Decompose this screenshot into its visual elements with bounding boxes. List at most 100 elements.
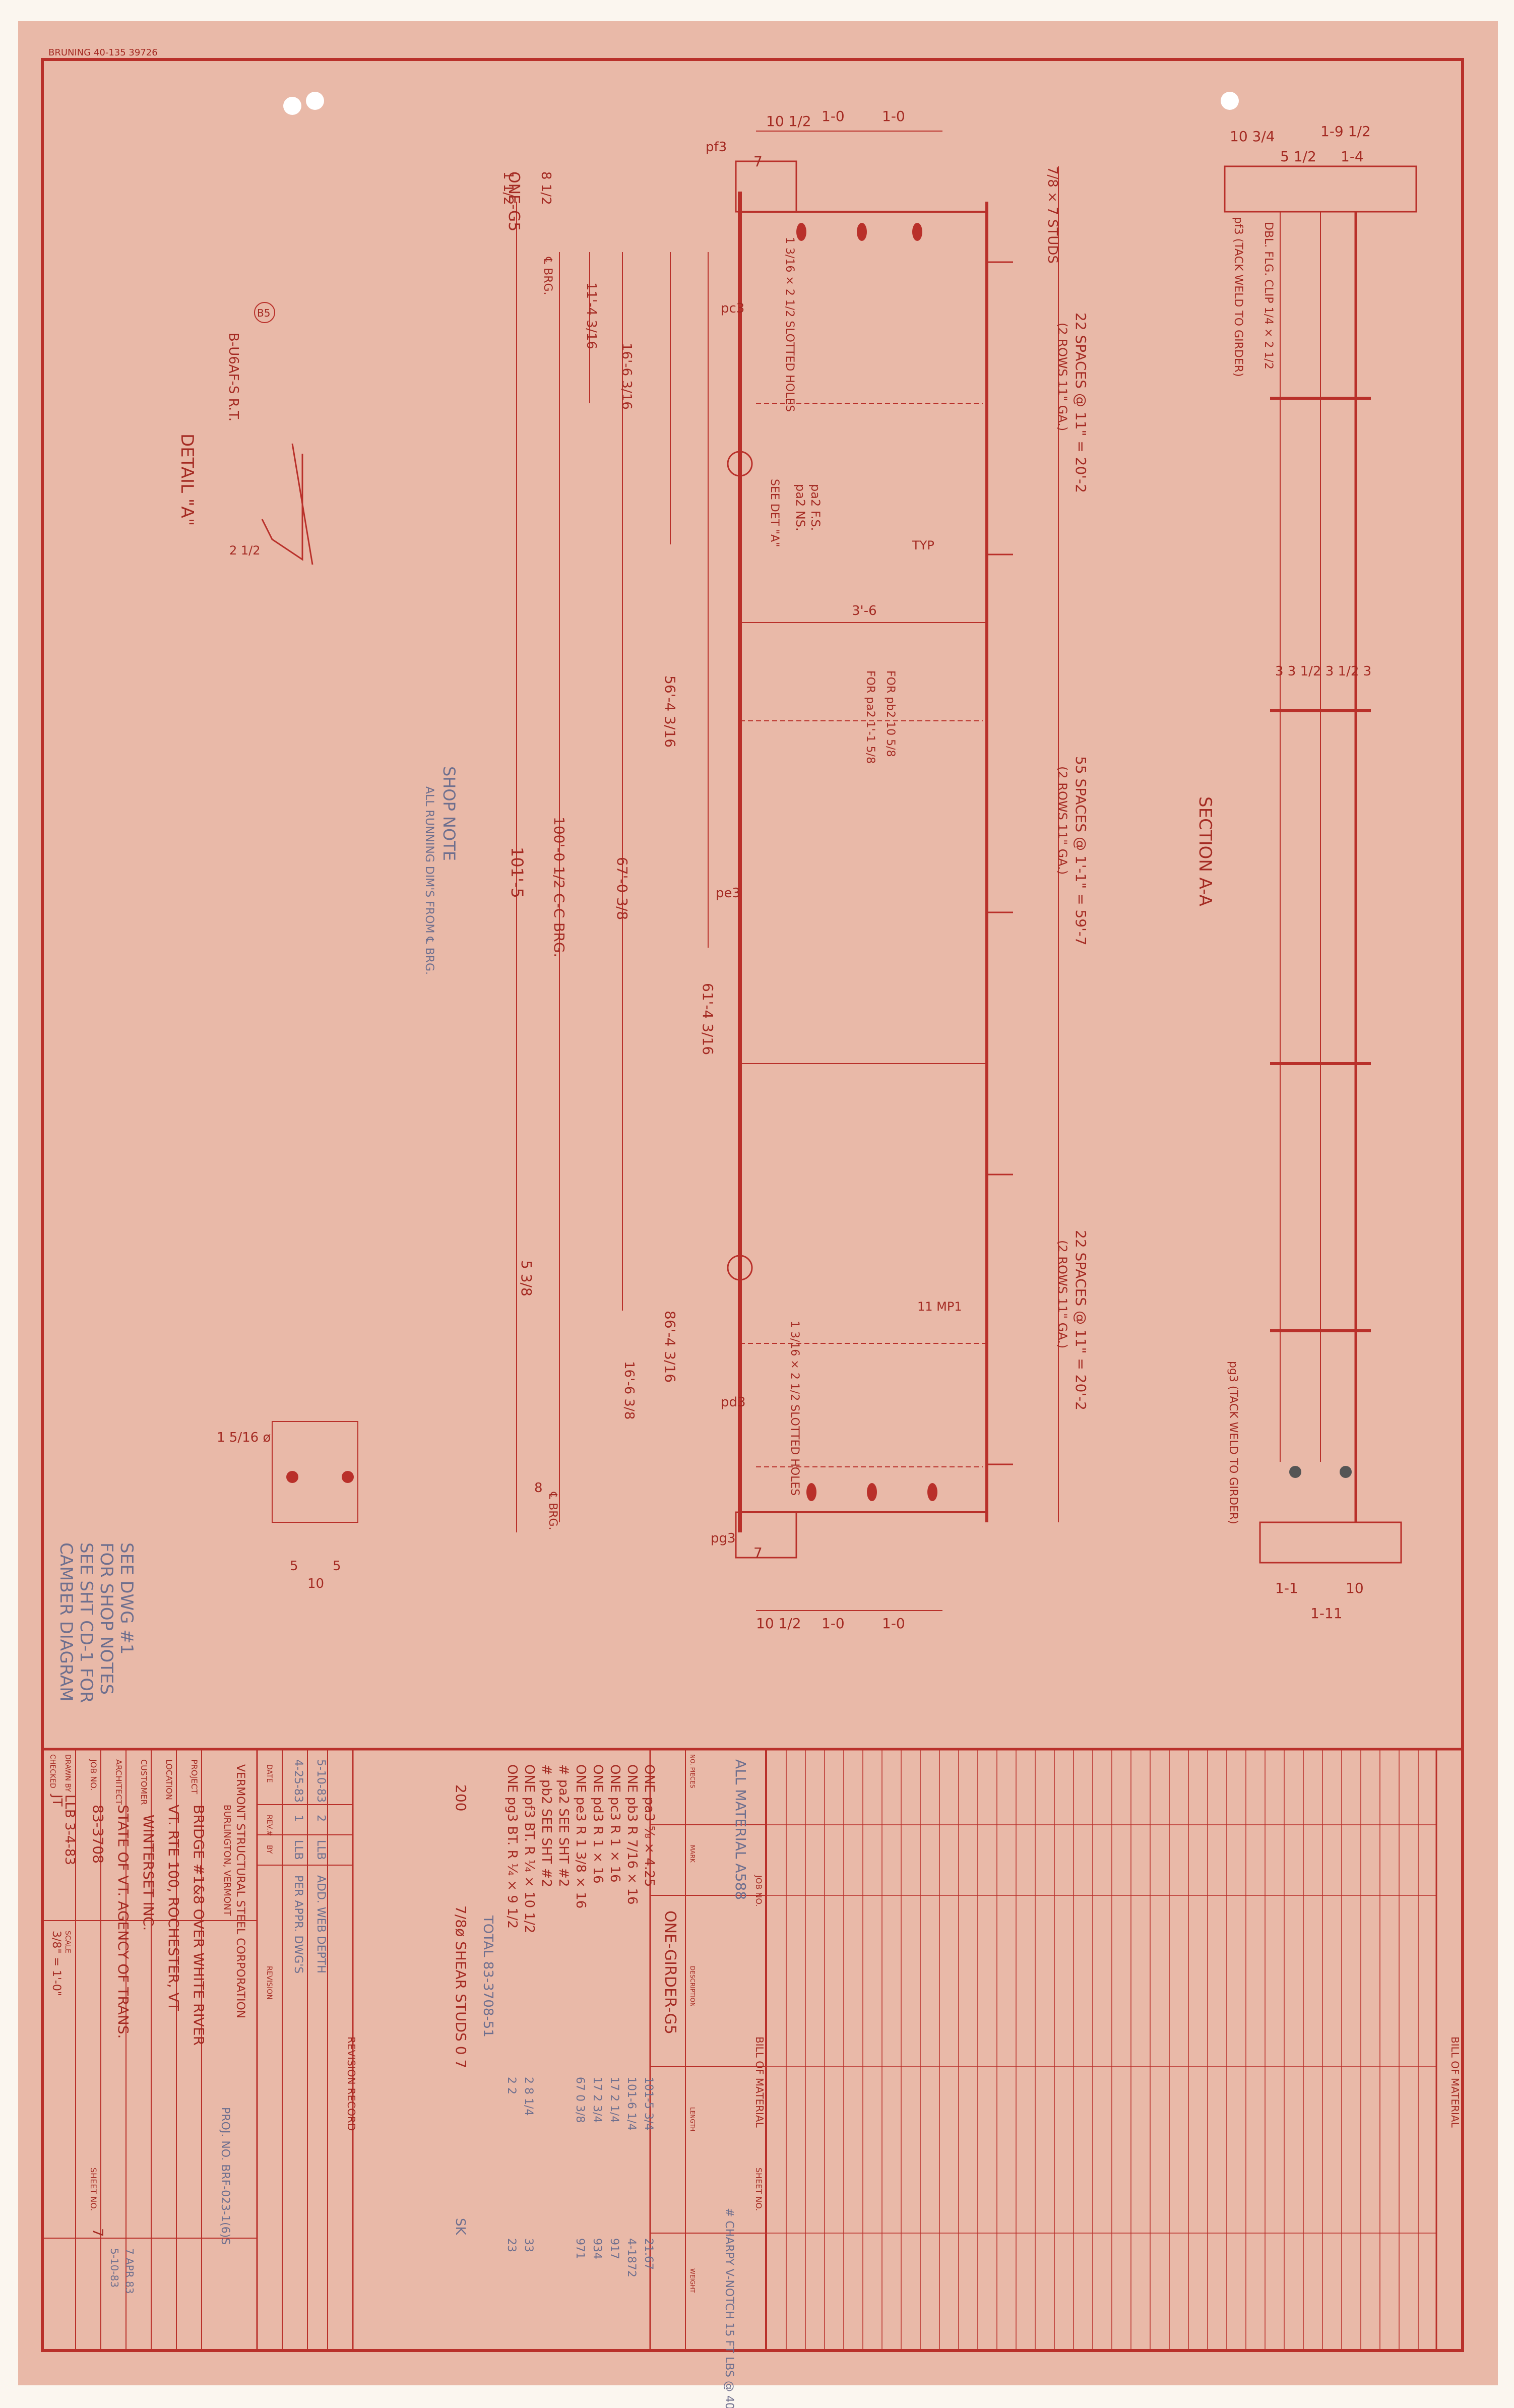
company-sub: BURLINGTON, VERMONT <box>222 1805 232 1917</box>
pg3-label: pg3 <box>711 1531 736 1546</box>
drawn: LLB 3-4-83 <box>62 1795 77 1865</box>
dim-100: 100'-0 1/2 C-C BRG. <box>551 817 567 957</box>
brg-left: ℄ BRG. <box>541 257 554 295</box>
revision-hdr-date: DATE <box>265 1764 273 1782</box>
job-label: JOB NO. <box>89 1759 98 1790</box>
sheet-no: 7 <box>90 2228 106 2237</box>
pc3-label: pc3 <box>721 301 744 316</box>
bom-hdr-length: LENGTH <box>689 2107 696 2131</box>
one-g5-label: ONE-G5 <box>505 171 523 231</box>
slotted-holes-top-label: 1 3/16 × 2 1/2 SLOTTED HOLES <box>783 237 796 412</box>
drawing-sheet <box>18 21 1498 2385</box>
pf3-label: pf3 <box>706 140 727 155</box>
spacing-mid-sub: (2 ROWS 11" GA.) <box>1055 766 1069 875</box>
date-1: 7 APR 83 <box>123 2248 136 2294</box>
bom-row-weight: 971 <box>574 2238 586 2259</box>
slotted-holes-bottom-label: 1 3/16 × 2 1/2 SLOTTED HOLES <box>788 1321 801 1496</box>
detail-a: DETAIL "A" B-U6AF-S R.T. B5 2 1/2 <box>177 302 313 565</box>
customer: WINTERSET INC. <box>140 1815 157 1931</box>
bom-row: ONE pa3 ⅝ × 4.25 <box>642 1764 657 1887</box>
revision-row-rev: 2 <box>314 1815 327 1822</box>
header-stamp: BRUNING 40-135 39726 <box>48 47 158 58</box>
dimension-lines <box>516 131 1059 1611</box>
checked: JT <box>49 1794 65 1807</box>
location-label: LOCATION <box>164 1759 174 1800</box>
end-plate-top <box>735 160 797 213</box>
section-top-dim-3: 5 1/2 <box>1280 148 1316 165</box>
shop-note-title: SHOP NOTE <box>439 766 459 861</box>
detail-a-callout <box>727 1255 753 1281</box>
section-stiff-dims: 3 3 1/2 3 1/2 3 <box>1275 664 1371 679</box>
bom-hdr-weight: WEIGHT <box>689 2268 696 2293</box>
spacing-left: 22 SPACES @ 11" = 20'-2 <box>1073 313 1089 493</box>
typ-label: TYP <box>912 538 934 552</box>
studs-note: 7/8 × 7 STUDS <box>1045 166 1060 264</box>
bom-studs-mark: SK <box>453 2218 468 2236</box>
scale: 3/8" = 1'-0" <box>50 1931 62 1996</box>
bill-of-material: BILL OF MATERIAL JOB NO. SHEET NO. ALL M… <box>453 1754 766 2408</box>
bom-row-weight: 21.67 <box>642 2238 655 2270</box>
title-block <box>42 1748 1463 2351</box>
section-aa: SECTION A-A 10 3/4 1-9 1/2 5 1/2 1-4 1-1… <box>1195 123 1417 1622</box>
detail-a-tag: B5 <box>257 307 270 319</box>
sheet-label: SHEET NO. <box>89 2168 98 2211</box>
customer-label: CUSTOMER <box>139 1759 149 1805</box>
project: BRIDGE #1&8 OVER WHITE RIVER <box>191 1805 207 2046</box>
location: VT. RTE 100, ROCHESTER, VT <box>165 1805 182 2011</box>
project-label: PROJECT <box>190 1759 199 1794</box>
title-block-text: VERMONT STRUCTURAL STEEL CORPORATION BUR… <box>48 1754 246 2294</box>
note-line-3: SEE SHT CD-1 FOR <box>76 1542 96 1703</box>
hole-dim-2: 5 <box>333 1559 341 1574</box>
bom-row-weight: 23 <box>505 2238 518 2252</box>
dim-3-6: 3'-6 <box>852 603 877 619</box>
section-bottom-flange <box>1259 1521 1402 1564</box>
bom-spec-note: # CHARPY V-NOTCH 15 FT LBS @ 40°F AASHTO… <box>723 2208 735 2408</box>
pe3-label: pe3 <box>716 886 740 901</box>
pd3-label: pd3 <box>721 1395 746 1410</box>
bom-group: ONE-GIRDER-G5 <box>661 1910 679 2034</box>
spacing-mid: 55 SPACES @ 1'-1" = 59'-7 <box>1073 756 1089 946</box>
section-aa-title: SECTION A-A <box>1195 796 1215 906</box>
spacing-right: 22 SPACES @ 11" = 20'-2 <box>1073 1230 1089 1410</box>
bom-row-length: 2 2 <box>505 2077 518 2094</box>
bom-studs: 7/8ø SHEAR STUDS 0 7 <box>453 1905 469 2068</box>
bottom-dim-4: 7 <box>753 1545 763 1561</box>
hole-detail: 5 5 10 1 5/16 ø <box>217 1421 358 1591</box>
revision-row-date: 5-10-83 <box>314 1759 327 1803</box>
revision-record: REVISION RECORD DATE REV.# BY REVISION 4… <box>265 1759 357 2131</box>
punch-hole <box>306 92 324 110</box>
detail-a-title: DETAIL "A" <box>177 434 197 526</box>
hole-dim-1: 5 <box>290 1559 298 1574</box>
section-studs <box>1270 397 1371 1332</box>
dim-16a: 16'-6 3/16 <box>619 343 634 410</box>
dim-101: 101'-5 <box>508 847 527 898</box>
dim-16b: 16'-6 3/8 <box>621 1361 637 1419</box>
section-top-dim-4: 1-4 <box>1341 148 1364 165</box>
hole-size: 1 5/16 ø <box>217 1430 271 1445</box>
dim-5: 5 3/8 <box>518 1260 535 1296</box>
note-line-2: FOR SHOP NOTES <box>96 1542 116 1695</box>
slotted-holes-top <box>796 223 922 241</box>
note-line-1: SEE DWG #1 <box>116 1542 137 1654</box>
brg-right: ℄ BRG. <box>546 1492 559 1530</box>
bom-row-length: 17 2 1/4 <box>608 2077 620 2123</box>
mp1-label: 11 MP1 <box>917 1300 962 1314</box>
left-notes: SEE DWG #1 FOR SHOP NOTES SEE SHT CD-1 F… <box>56 1542 137 1703</box>
bom-row-length: 101-6 1/4 <box>625 2077 638 2130</box>
dim-8a: 8 1/2 <box>538 171 553 205</box>
proj-no: PROJ. NO. BRF-023-1(6)S <box>219 2107 231 2245</box>
checked-label: CHECKED <box>48 1754 56 1788</box>
bom-hdr-pieces: NO. PIECES <box>689 1754 696 1788</box>
section-tack-bottom: pg3 (TACK WELD TO GIRDER) <box>1227 1361 1239 1524</box>
hole-dim-3: 10 <box>307 1576 324 1591</box>
bom-row-weight: 4-1872 <box>625 2238 638 2277</box>
bom-blank-title: BILL OF MATERIAL <box>1449 2036 1461 2128</box>
section-note-top: DBL. FLG. CLIP 1/4 × 2 1/2 <box>1262 222 1275 369</box>
revision-hdr-rev: REV.# <box>265 1815 273 1836</box>
top-dim-3: 1-0 <box>882 108 905 125</box>
section-top-dim-2: 1-9 1/2 <box>1320 123 1371 140</box>
section-top-flange <box>1224 165 1417 213</box>
bom-row: ONE pg3 BT. R ¼ × 9 1/2 <box>504 1764 520 1929</box>
